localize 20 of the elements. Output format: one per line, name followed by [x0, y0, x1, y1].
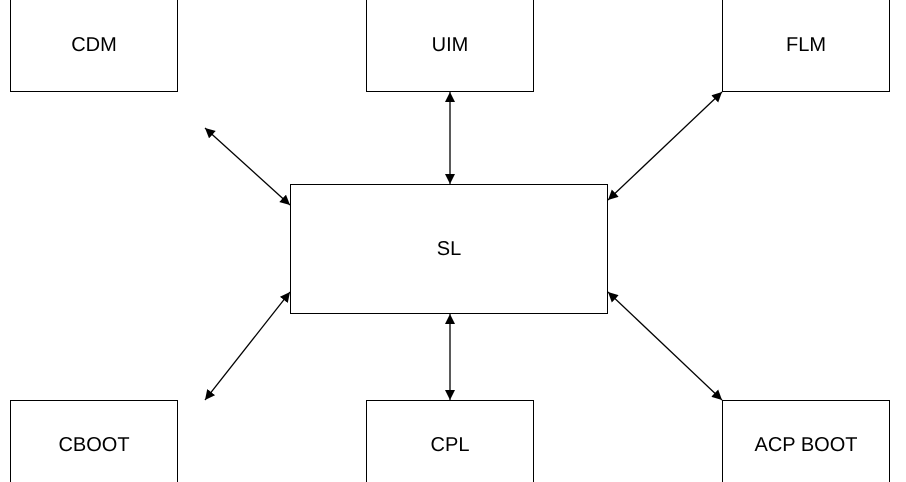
module-name: CPL [430, 432, 470, 458]
double-arrow [608, 292, 722, 400]
module-box [10, 0, 178, 92]
module-name: ACP BOOT [754, 432, 858, 458]
module-name: FLM [786, 32, 826, 58]
module-name: CDM [71, 32, 117, 58]
module-box [10, 400, 178, 482]
double-arrow [445, 92, 455, 184]
module-box [290, 184, 608, 314]
module-name: UIM [432, 32, 468, 58]
double-arrow [204, 292, 291, 400]
module-box [722, 400, 890, 482]
module-name: CBOOT [58, 432, 130, 458]
double-arrow [608, 92, 722, 200]
module-box [366, 400, 534, 482]
module-box [722, 0, 890, 92]
double-arrow [445, 314, 455, 400]
module-name: SL [436, 236, 462, 262]
module-box [366, 0, 534, 92]
double-arrow [204, 128, 290, 206]
